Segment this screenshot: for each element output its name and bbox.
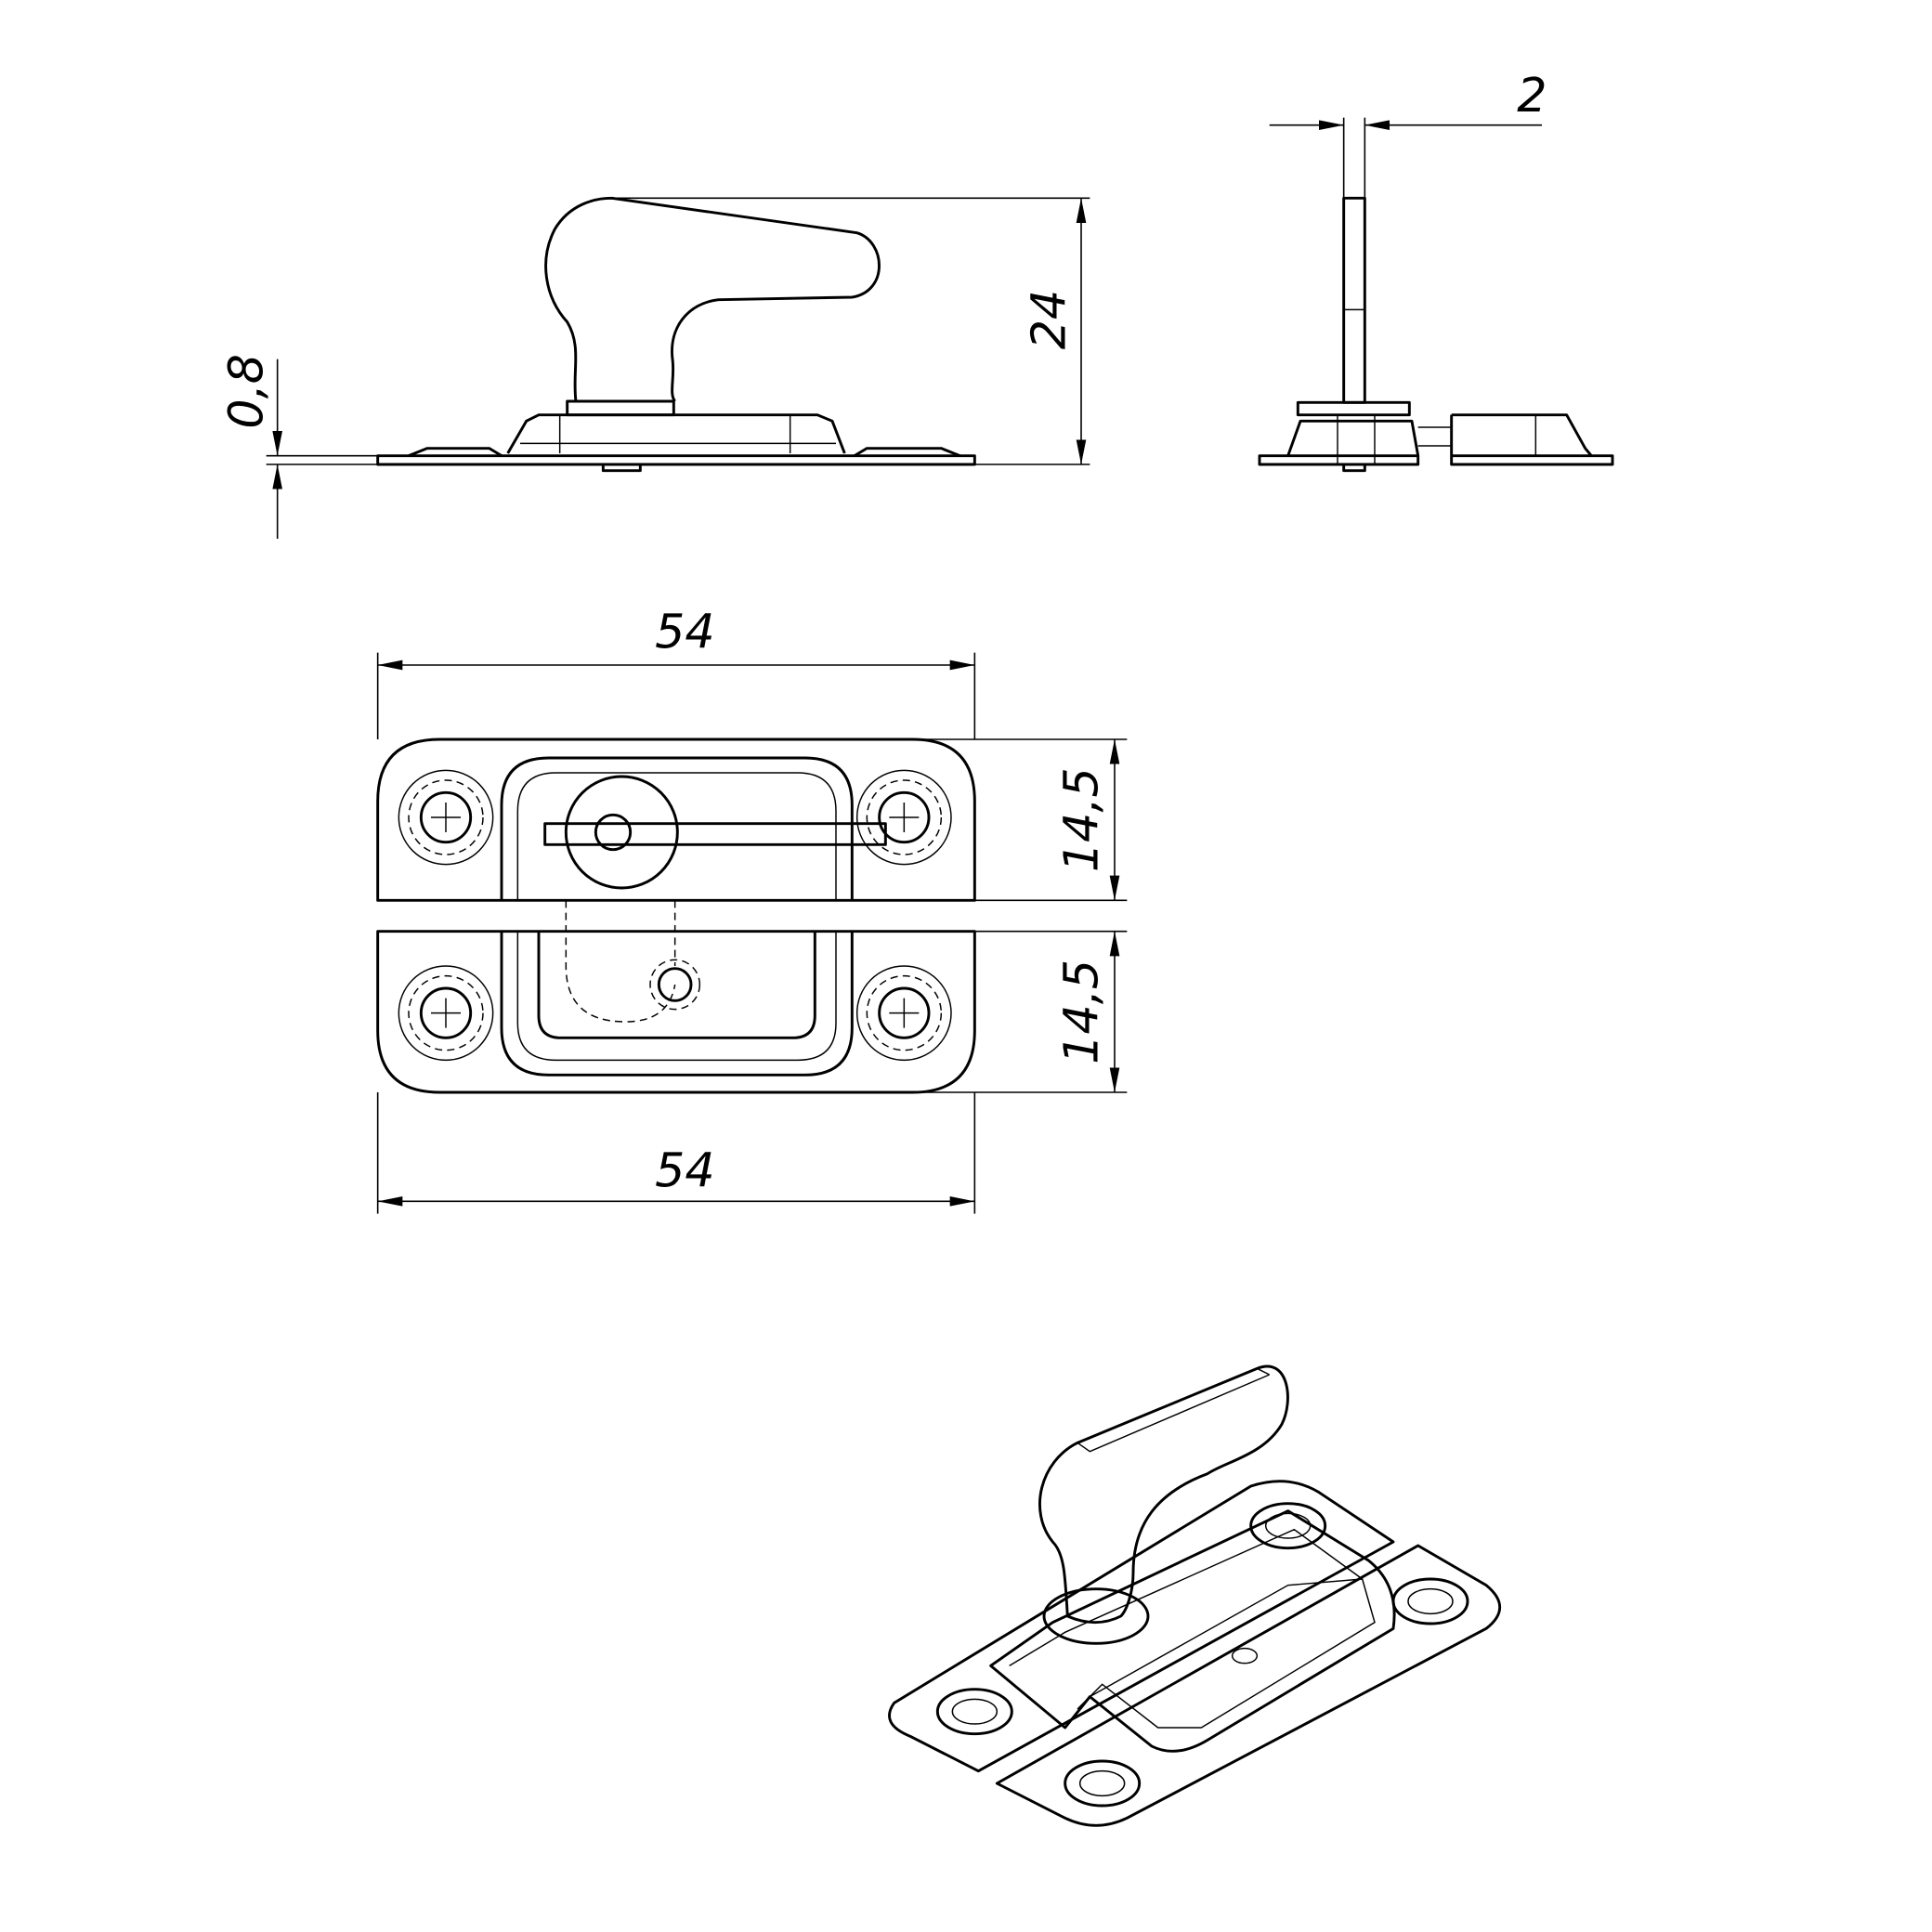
dim-height-label: 24 — [1022, 290, 1077, 349]
top-view: 54 54 14,5 14,5 — [376, 604, 1128, 1214]
mounting-holes — [398, 769, 952, 1062]
dim-width-bottom-label: 54 — [655, 1142, 714, 1197]
isometric-view — [888, 1364, 1501, 1827]
front-view: 24 0,8 — [219, 196, 1090, 539]
dim-plate-height-upper-label: 14,5 — [1053, 767, 1108, 872]
dim-width-top-label: 54 — [655, 604, 714, 659]
dim-plate-thickness-label: 0,8 — [219, 354, 274, 429]
side-view: 2 — [1258, 68, 1614, 473]
dim-side-thickness-label: 2 — [1517, 68, 1547, 123]
dim-plate-height-lower-label: 14,5 — [1053, 959, 1108, 1064]
